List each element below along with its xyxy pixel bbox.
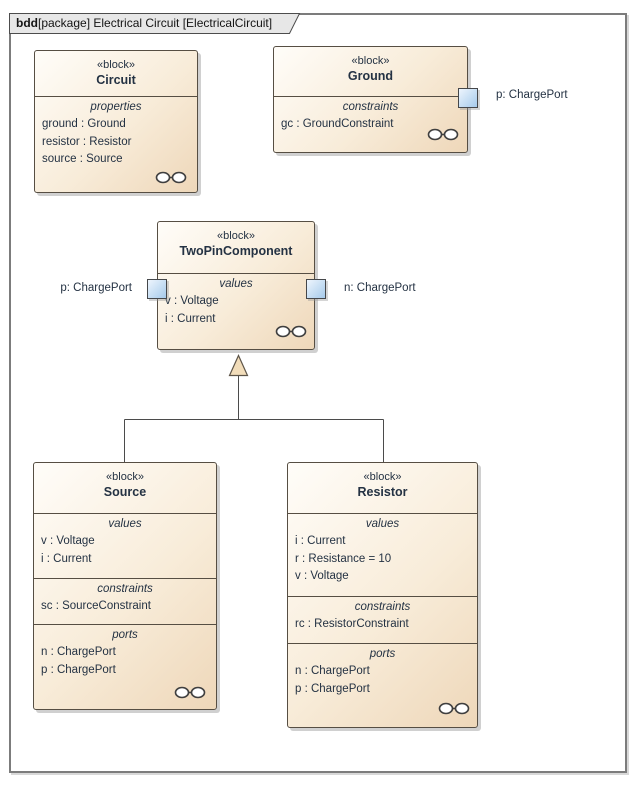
- block-twopincomponent[interactable]: «block» TwoPinComponent values v : Volta…: [157, 221, 315, 350]
- compartment-item: rc : ResistorConstraint: [295, 618, 409, 630]
- port-label-ground-p: p: ChargePort: [496, 89, 568, 101]
- compartment-label: values: [365, 518, 400, 530]
- block-source[interactable]: «block» Source values v : Voltage i : Cu…: [33, 462, 217, 710]
- compartment-item: sc : SourceConstraint: [41, 600, 151, 612]
- block-stereotype: «block»: [363, 471, 402, 483]
- compartment-item: r : Resistance = 10: [295, 552, 392, 565]
- compartment-item: p : ChargePort: [295, 682, 370, 695]
- block-stereotype: «block»: [97, 59, 135, 71]
- compartment-constraints: constraints gc : GroundConstraint: [274, 96, 467, 152]
- block-name: Resistor: [357, 485, 408, 499]
- frame-keyword: bdd: [16, 16, 38, 30]
- compartment-ports: ports n : ChargePort p : ChargePort: [34, 624, 216, 709]
- compartment-item: i : Current: [165, 312, 216, 325]
- composite-spectacles-icon: [427, 128, 459, 141]
- block-stereotype: «block»: [106, 471, 144, 483]
- compartment-constraints: constraints sc : SourceConstraint: [34, 578, 216, 624]
- composite-spectacles-icon: [174, 686, 206, 699]
- compartment-properties: properties ground : Ground resistor : Re…: [35, 96, 197, 193]
- block-circuit[interactable]: «block» Circuit properties ground : Grou…: [34, 50, 198, 193]
- compartment-constraints: constraints rc : ResistorConstraint: [288, 596, 477, 643]
- generalization-arrowhead: [228, 354, 249, 377]
- compartment-item: p : ChargePort: [41, 663, 116, 676]
- compartment-values: values v : Voltage i : Current: [34, 513, 216, 578]
- frame-title: bdd[package] Electrical Circuit [Electri…: [16, 16, 273, 30]
- compartment-item: i : Current: [295, 535, 346, 547]
- block-resistor[interactable]: «block» Resistor values i : Current r : …: [287, 462, 478, 728]
- compartment-label: values: [219, 278, 253, 290]
- block-ground[interactable]: «block» Ground constraints gc : GroundCo…: [273, 46, 468, 153]
- compartment-item: ground : Ground: [42, 118, 126, 130]
- block-name: Circuit: [96, 73, 136, 87]
- port-twopin-n[interactable]: [306, 279, 326, 299]
- compartment-item: source : Source: [42, 153, 123, 165]
- compartment-item: resistor : Resistor: [42, 135, 132, 148]
- block-name: Source: [103, 485, 147, 499]
- compartment-item: v : Voltage: [41, 535, 95, 547]
- compartment-label: properties: [90, 101, 142, 113]
- compartment-label: constraints: [354, 601, 411, 613]
- compartment-label: ports: [369, 648, 396, 660]
- port-label-twopin-p: p: ChargePort: [60, 282, 132, 294]
- compartment-label: constraints: [97, 583, 153, 595]
- compartment-item: v : Voltage: [165, 295, 219, 307]
- port-twopin-p[interactable]: [147, 279, 167, 299]
- compartment-item: gc : GroundConstraint: [281, 118, 394, 130]
- compartment-item: n : ChargePort: [295, 665, 370, 677]
- block-name: TwoPinComponent: [179, 244, 293, 258]
- compartment-item: i : Current: [41, 552, 92, 565]
- compartment-label: constraints: [342, 101, 399, 113]
- frame-tab-shape: [9, 13, 301, 34]
- port-ground-p[interactable]: [458, 88, 478, 108]
- compartment-label: values: [108, 518, 142, 530]
- diagram-frame-header: bdd[package] Electrical Circuit [Electri…: [9, 13, 301, 35]
- compartment-ports: ports n : ChargePort p : ChargePort: [288, 643, 477, 727]
- composite-spectacles-icon: [438, 702, 470, 715]
- block-stereotype: «block»: [217, 230, 255, 242]
- block-stereotype: «block»: [351, 55, 390, 67]
- port-label-twopin-n: n: ChargePort: [344, 282, 416, 294]
- block-name: Ground: [347, 69, 394, 83]
- compartment-label: ports: [112, 629, 138, 641]
- compartment-values: values v : Voltage i : Current: [158, 273, 314, 349]
- composite-spectacles-icon: [275, 325, 307, 338]
- composite-spectacles-icon: [155, 171, 187, 184]
- compartment-item: v : Voltage: [295, 570, 349, 582]
- compartment-values: values i : Current r : Resistance = 10 v…: [288, 513, 477, 596]
- compartment-item: n : ChargePort: [41, 646, 116, 658]
